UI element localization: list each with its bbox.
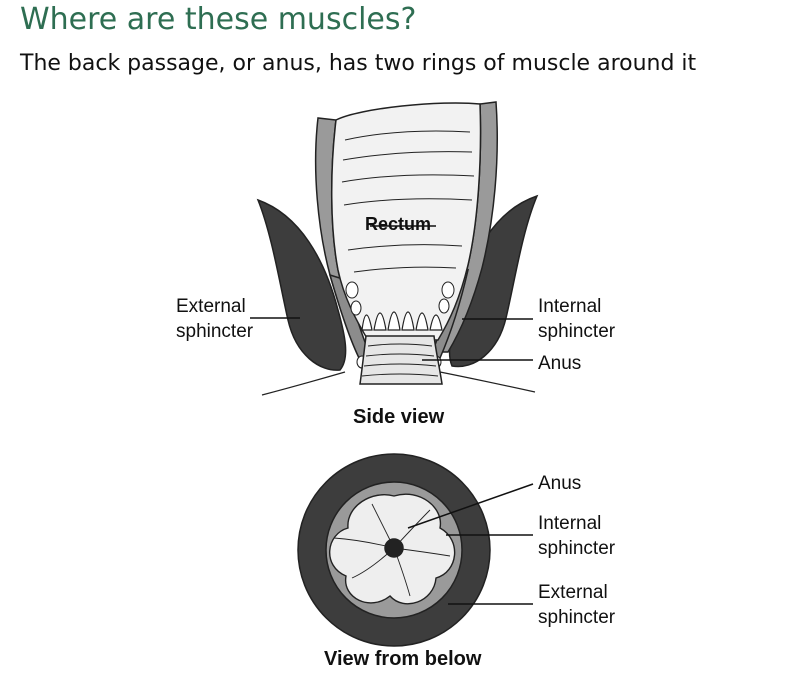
page-subtitle: The back passage, or anus, has two rings… [20,51,697,76]
label-anus-side: Anus [538,353,582,374]
external-sphincter-left [256,198,347,371]
rectal-folds [341,130,475,273]
label-internal-sphincter-below-2: sphincter [538,538,616,559]
anal-center [384,538,404,558]
label-rectum: Rectum [365,214,432,234]
rectum-lumen [330,102,482,341]
caption-side-view: Side view [353,406,445,428]
label-external-sphincter-side-1: External [176,296,246,317]
side-view-leader-lines [250,225,533,361]
side-view-illustration [256,101,539,396]
anal-canal-folds [361,343,439,377]
bottom-view-leader-lines [407,483,534,605]
label-internal-sphincter-side-1: Internal [538,296,602,317]
label-external-sphincter-side-2: sphincter [176,321,254,342]
caption-view-from-below: View from below [324,648,482,670]
label-external-sphincter-below-2: sphincter [538,607,616,628]
page-title: Where are these muscles? [20,2,417,37]
label-external-sphincter-below-1: External [538,582,608,603]
label-internal-sphincter-side-2: sphincter [538,321,616,342]
label-internal-sphincter-below-1: Internal [538,513,602,534]
label-anus-below: Anus [538,473,582,494]
anal-canal [359,335,443,385]
skin-line [261,371,536,396]
bottom-view-illustration [297,453,491,647]
anal-columns [361,311,443,331]
